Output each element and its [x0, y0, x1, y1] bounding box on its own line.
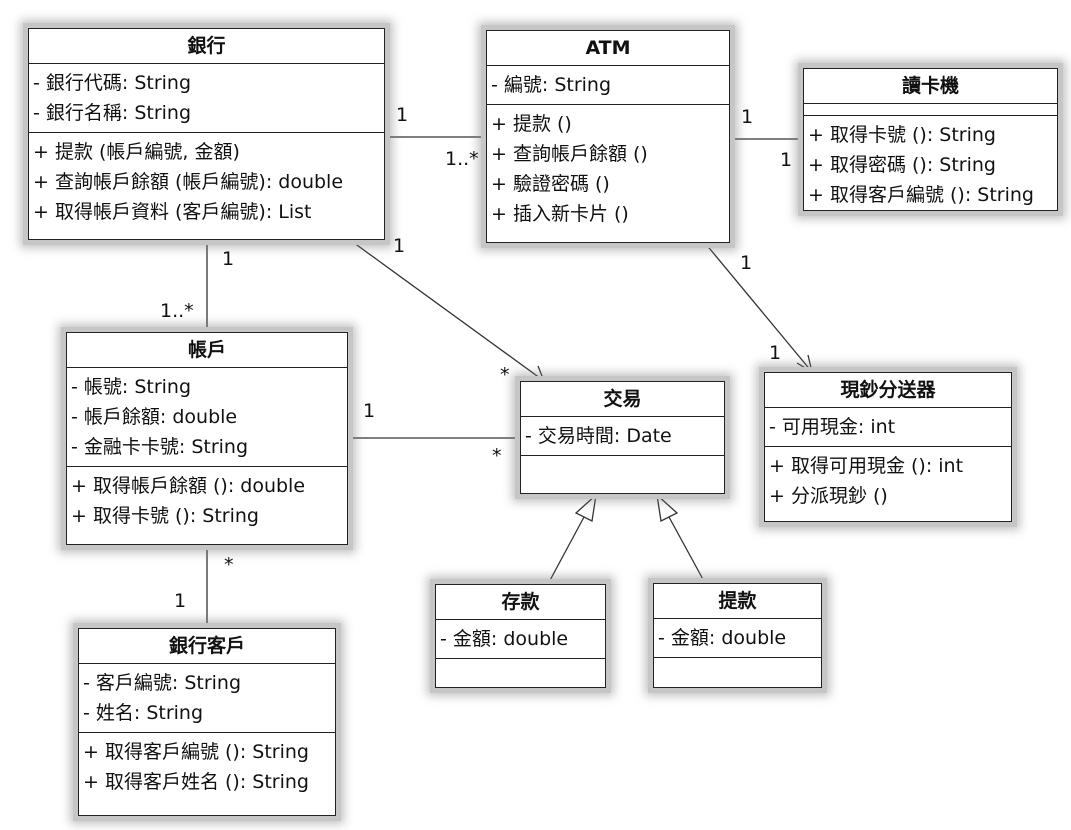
line-deposit-generalization: [547, 516, 585, 585]
class-card-reader: 讀卡機 + 取得卡號 (): String + 取得密碼 (): String …: [803, 68, 1058, 211]
operation: + 查詢帳戶餘額 (): [491, 143, 648, 165]
attribute: - 姓名: String: [83, 702, 204, 724]
attribute: - 銀行名稱: String: [33, 102, 192, 124]
class-transaction: 交易 - 交易時間: Date: [520, 381, 725, 494]
attributes-section: - 客戶編號: String - 姓名: String: [79, 664, 335, 733]
generalization-triangle-deposit: [574, 493, 597, 522]
generalization-triangle-withdrawal: [656, 493, 679, 522]
class-withdrawal: 提款 - 金額: double: [653, 583, 822, 688]
multiplicity-atm-reader-atm-end: 1: [741, 106, 754, 128]
attribute: - 交易時間: Date: [525, 425, 672, 447]
attributes-section: - 可用現金: int: [765, 408, 1011, 447]
multiplicity-atm-cash-cash-end: 1: [769, 342, 782, 364]
multiplicity-atm-cash-atm-end: 1: [740, 252, 753, 274]
operation: + 取得客戶姓名 (): String: [83, 771, 309, 793]
multiplicity-account-customer-account-end: *: [224, 554, 234, 576]
line-atm-cash-dispenser: [704, 242, 813, 373]
operations-section: + 取得可用現金 (): int + 分派現鈔 (): [765, 447, 1011, 515]
class-name: 帳戶: [67, 333, 347, 368]
class-bank: 銀行 - 銀行代碼: String - 銀行名稱: String + 提款 (帳…: [28, 28, 385, 240]
multiplicity-bank-atm-bank-end: 1: [396, 104, 409, 126]
operations-section: [521, 456, 724, 490]
class-deposit: 存款 - 金額: double: [435, 584, 606, 688]
operations-section: + 提款 (帳戶編號, 金額) + 查詢帳戶餘額 (帳戶編號): double …: [29, 133, 384, 231]
multiplicity-atm-reader-reader-end: 1: [780, 149, 793, 171]
line-bank-transaction: [349, 239, 545, 382]
operation: + 取得密碼 (): String: [808, 154, 996, 176]
operation: + 查詢帳戶餘額 (帳戶編號): double: [33, 171, 344, 193]
multiplicity-bank-transaction-transaction-end: *: [500, 364, 510, 386]
attributes-section: - 交易時間: Date: [521, 417, 724, 456]
attributes-section: - 金額: double: [436, 620, 605, 659]
attribute: - 金額: double: [658, 627, 787, 649]
class-atm: ATM - 編號: String + 提款 () + 查詢帳戶餘額 () + 驗…: [486, 30, 730, 243]
multiplicity-bank-transaction-bank-end: 1: [393, 235, 406, 257]
multiplicity-bank-account-bank-end: 1: [222, 248, 235, 270]
attribute: - 金額: double: [440, 628, 569, 650]
class-name: 現鈔分送器: [765, 373, 1011, 408]
class-name: 交易: [521, 382, 724, 417]
multiplicity-bank-account-account-end: 1..*: [160, 300, 194, 322]
attribute: - 客戶編號: String: [83, 672, 242, 694]
class-name: 銀行客戶: [79, 629, 335, 664]
operation: + 分派現鈔 (): [769, 485, 888, 507]
multiplicity-bank-atm-atm-end: 1..*: [445, 148, 479, 170]
multiplicity-account-customer-customer-end: 1: [174, 590, 187, 612]
operations-section: + 取得帳戶餘額 (): double + 取得卡號 (): String: [67, 467, 347, 535]
operation: + 驗證密碼 (): [491, 173, 610, 195]
attributes-section: [804, 104, 1057, 116]
class-name: ATM: [487, 31, 729, 66]
operations-section: [654, 658, 821, 684]
operation: + 取得卡號 (): String: [71, 505, 259, 527]
operation: + 取得客戶編號 (): String: [808, 184, 1034, 206]
line-withdrawal-generalization: [668, 516, 706, 584]
class-name: 銀行: [29, 29, 384, 64]
attribute: - 帳戶餘額: double: [71, 406, 238, 428]
operation: + 插入新卡片 (): [491, 203, 629, 225]
operation: + 取得卡號 (): String: [808, 124, 996, 146]
operations-section: [436, 659, 605, 685]
class-name: 存款: [436, 585, 605, 620]
class-bank-customer: 銀行客戶 - 客戶編號: String - 姓名: String + 取得客戶編…: [78, 628, 336, 816]
operation: + 取得帳戶資料 (客戶編號): List: [33, 201, 312, 223]
multiplicity-account-transaction-transaction-end: *: [492, 445, 502, 467]
attributes-section: - 金額: double: [654, 619, 821, 658]
attributes-section: - 編號: String: [487, 66, 729, 105]
operations-section: + 提款 () + 查詢帳戶餘額 () + 驗證密碼 () + 插入新卡片 (): [487, 105, 729, 233]
attribute: - 編號: String: [491, 74, 612, 96]
attributes-section: - 帳號: String - 帳戶餘額: double - 金融卡卡號: Str…: [67, 368, 347, 467]
operations-section: + 取得卡號 (): String + 取得密碼 (): String + 取得…: [804, 116, 1057, 214]
operation: + 提款 (帳戶編號, 金額): [33, 141, 240, 163]
class-account: 帳戶 - 帳號: String - 帳戶餘額: double - 金融卡卡號: …: [66, 332, 348, 545]
attribute: - 銀行代碼: String: [33, 72, 192, 94]
operation: + 取得客戶編號 (): String: [83, 741, 309, 763]
attribute: - 可用現金: int: [769, 416, 896, 438]
class-name: 提款: [654, 584, 821, 619]
operation: + 提款 (): [491, 113, 572, 135]
class-name: 讀卡機: [804, 69, 1057, 104]
attributes-section: - 銀行代碼: String - 銀行名稱: String: [29, 64, 384, 133]
attribute: - 帳號: String: [71, 376, 192, 398]
class-cash-dispenser: 現鈔分送器 - 可用現金: int + 取得可用現金 (): int + 分派現…: [764, 372, 1012, 522]
operation: + 取得可用現金 (): int: [769, 455, 964, 477]
operation: + 取得帳戶餘額 (): double: [71, 475, 306, 497]
operations-section: + 取得客戶編號 (): String + 取得客戶姓名 (): String: [79, 733, 335, 801]
multiplicity-account-transaction-account-end: 1: [363, 400, 376, 422]
attribute: - 金融卡卡號: String: [71, 436, 249, 458]
